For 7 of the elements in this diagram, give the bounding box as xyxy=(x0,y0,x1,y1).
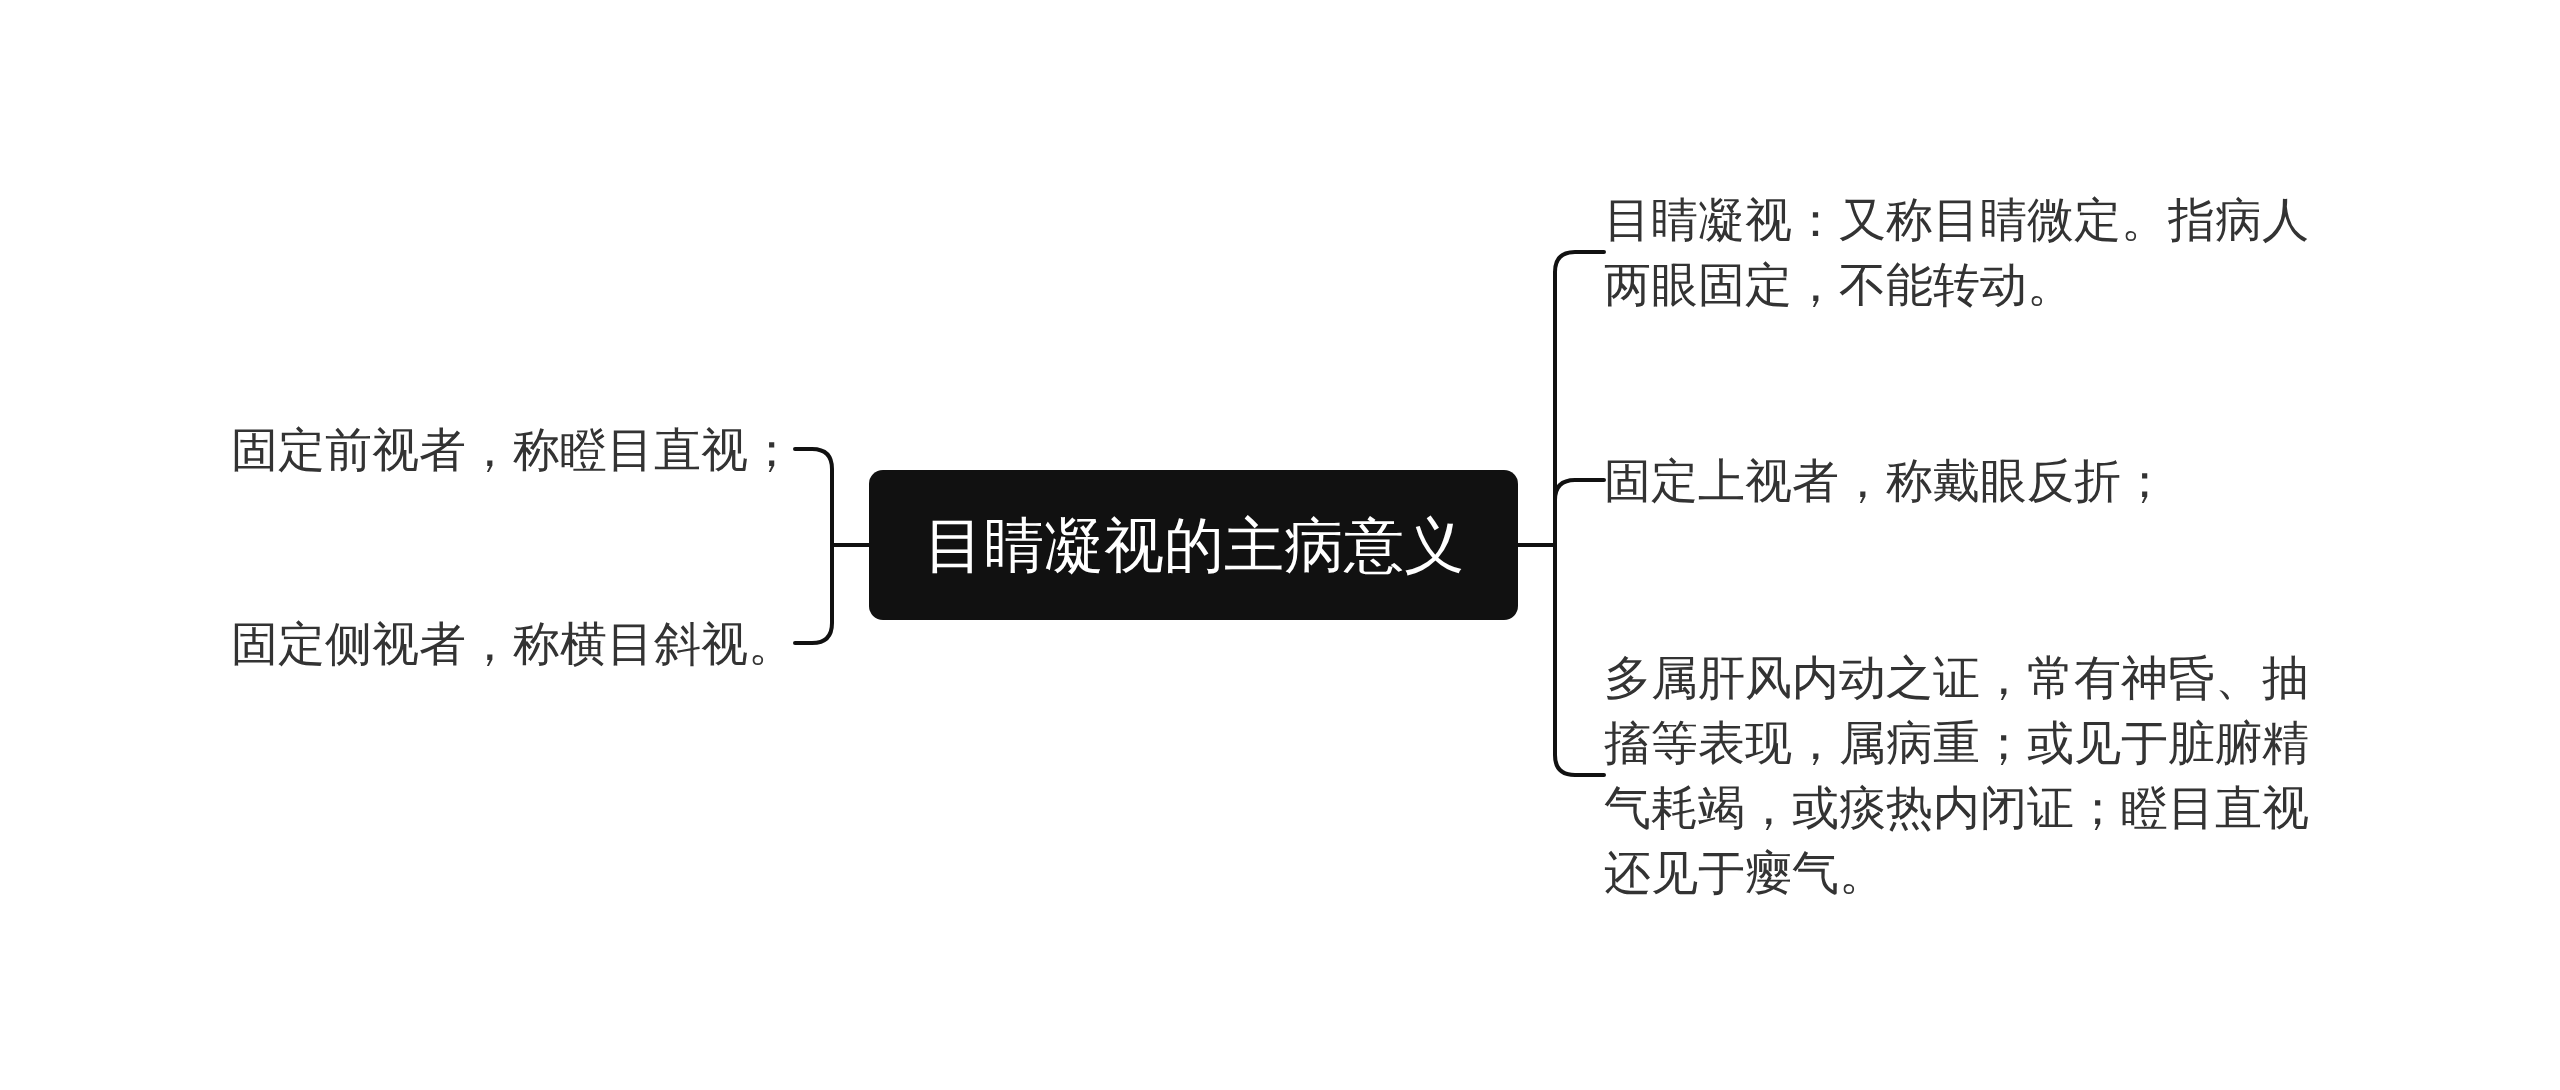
bracket-connector xyxy=(1516,543,1606,777)
branch-text: 多属肝风内动之证，常有神昏、抽搐等表现，属病重；或见于脏腑精气耗竭，或痰热内闭证；瞪目直视还见于瘿气。 xyxy=(1604,645,2339,905)
branch-text: 目睛凝视：又称目睛微定。指病人两眼固定，不能转动。 xyxy=(1604,187,2339,317)
branch-text: 固定上视者，称戴眼反折； xyxy=(1604,447,2168,513)
branch-text: 固定侧视者，称横目斜视。 xyxy=(231,610,795,676)
topic-box: 目睛凝视的主病意义 xyxy=(869,470,1518,620)
branch-text: 固定前视者，称瞪目直视； xyxy=(231,416,795,482)
